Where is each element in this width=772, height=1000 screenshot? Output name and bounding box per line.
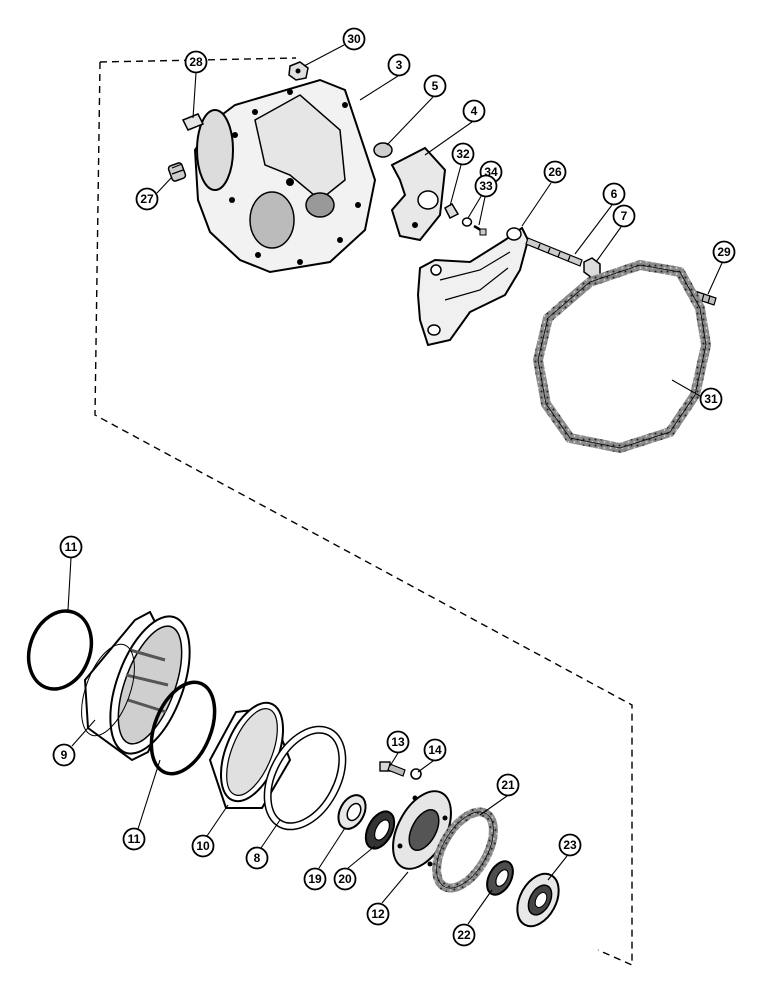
svg-text:6: 6: [611, 187, 618, 201]
svg-text:23: 23: [563, 838, 577, 852]
svg-text:28: 28: [189, 55, 203, 69]
callout-30: 30: [342, 27, 366, 51]
svg-text:29: 29: [717, 245, 731, 259]
bearing-cap-part-4: [390, 146, 447, 242]
callout-11-top: 11: [59, 535, 83, 559]
svg-text:11: 11: [128, 832, 141, 846]
bearing-cup-part-23: [516, 872, 560, 928]
svg-text:9: 9: [61, 748, 68, 762]
callout-10: 10: [191, 834, 215, 858]
callout-20: 20: [333, 867, 357, 891]
callout-29: 29: [712, 240, 736, 264]
svg-text:5: 5: [432, 79, 439, 93]
plug-part-27: [167, 162, 187, 182]
svg-text:32: 32: [456, 147, 470, 161]
washer-part-34: [461, 217, 473, 227]
svg-text:7: 7: [621, 209, 628, 223]
svg-text:8: 8: [254, 851, 261, 865]
callout-22: 22: [452, 923, 476, 947]
callout-31: 31: [699, 387, 723, 411]
svg-text:4: 4: [471, 104, 478, 118]
callout-23: 23: [558, 833, 582, 857]
callout-12: 12: [366, 902, 390, 926]
leader-lines: [67, 44, 723, 925]
bearing-part-22: [486, 860, 514, 896]
support-bracket-part-26: [416, 226, 530, 347]
svg-text:10: 10: [196, 839, 210, 853]
o-ring-part-11: [26, 609, 94, 691]
callout-11-middle: 11: [122, 827, 146, 851]
svg-text:21: 21: [501, 778, 515, 792]
callout-27: 27: [135, 187, 159, 211]
gasket-part-21: [432, 807, 498, 893]
seal-part-20: [364, 810, 396, 850]
nut-part-30: [288, 61, 309, 81]
svg-text:30: 30: [347, 32, 361, 46]
callout-8: 8: [245, 846, 269, 870]
svg-text:33: 33: [479, 179, 493, 193]
svg-text:27: 27: [140, 192, 154, 206]
callout-9: 9: [52, 743, 76, 767]
callout-26: 26: [543, 160, 567, 184]
callout-21: 21: [496, 773, 520, 797]
svg-text:22: 22: [457, 928, 471, 942]
callout-32: 32: [451, 142, 475, 166]
svg-text:26: 26: [548, 165, 562, 179]
carrier-housing-part: [193, 78, 377, 274]
svg-text:19: 19: [308, 872, 322, 886]
bushing-part-5: [373, 142, 393, 158]
callout-33: 33: [474, 174, 498, 198]
callout-3: 3: [387, 53, 411, 77]
outer-sleeve-part-9: [81, 610, 191, 762]
svg-text:31: 31: [704, 392, 718, 406]
svg-text:14: 14: [428, 743, 442, 757]
bolt-part-33: [473, 224, 487, 236]
svg-text:12: 12: [371, 907, 385, 921]
bearing-part-19: [337, 794, 367, 830]
bolt-part-13: [379, 761, 406, 777]
svg-text:20: 20: [338, 872, 352, 886]
callout-7: 7: [612, 204, 636, 228]
callout-14: 14: [423, 738, 447, 762]
svg-text:13: 13: [391, 735, 405, 749]
lock-clip-part-32: [444, 202, 460, 220]
bolt-part-6: [525, 237, 583, 267]
housing-gasket-part-31: [532, 259, 712, 454]
svg-text:3: 3: [396, 58, 403, 72]
callout-13: 13: [386, 730, 410, 754]
callout-28: 28: [184, 50, 208, 74]
o-ring-part-11-b: [149, 680, 217, 776]
flat-ring-part-8: [263, 725, 347, 831]
callout-5: 5: [423, 74, 447, 98]
callout-19: 19: [303, 867, 327, 891]
svg-text:11: 11: [65, 540, 78, 554]
callout-4: 4: [462, 99, 486, 123]
callout-6: 6: [602, 182, 626, 206]
